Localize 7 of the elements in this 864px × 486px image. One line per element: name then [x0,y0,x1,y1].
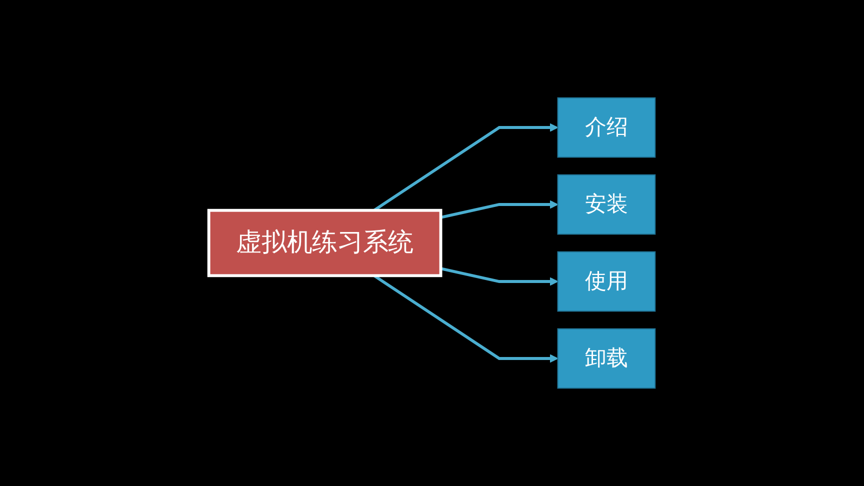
arrow [440,200,558,219]
node-box: 介绍 [557,97,656,158]
node-box: 虚拟机练习系统 [207,208,442,278]
node-box: 安装 [557,174,656,235]
node-box: 使用 [557,251,656,312]
node-box: 卸载 [557,328,656,389]
arrow [440,267,558,286]
